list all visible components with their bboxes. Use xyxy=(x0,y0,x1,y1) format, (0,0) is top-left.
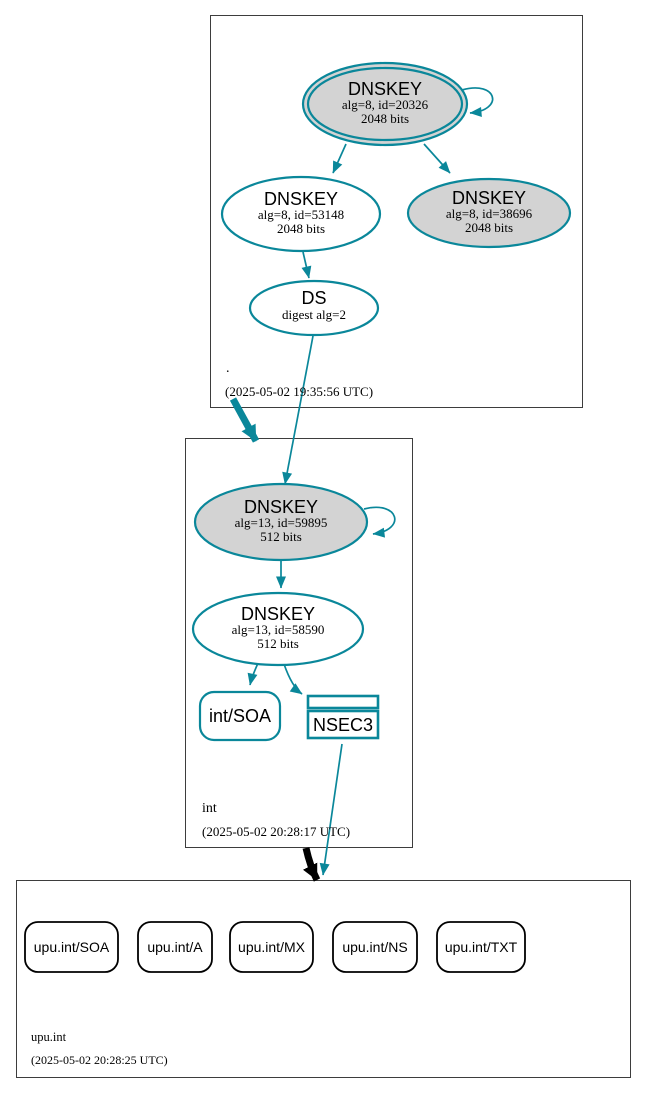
dnskey-59895-bits: 512 bits xyxy=(260,529,302,544)
zone-timestamp-int: (2025-05-02 20:28:17 UTC) xyxy=(202,824,350,839)
dnskey-53148-title: DNSKEY xyxy=(264,189,338,209)
node-dnskey-59895-int-ksk[interactable]: DNSKEY alg=13, id=59895 512 bits xyxy=(193,482,369,562)
dnskey-38696-bits: 2048 bits xyxy=(465,220,513,235)
edge-ds-to-int-dnskey xyxy=(282,335,314,485)
dnskey-58590-title: DNSKEY xyxy=(241,604,315,624)
edge-ksk-to-zsk-root xyxy=(332,143,347,174)
node-dnskey-38696[interactable]: DNSKEY alg=8, id=38696 2048 bits xyxy=(406,177,572,249)
zone-box-upu-int xyxy=(16,880,631,1078)
node-dnskey-53148[interactable]: DNSKEY alg=8, id=53148 2048 bits xyxy=(220,175,382,253)
edge-insecure-delegation-int-to-upu-int xyxy=(302,847,321,882)
dnskey-38696-detail: alg=8, id=38696 xyxy=(446,206,533,221)
rrset-upu-int-txt-label: upu.int/TXT xyxy=(445,939,518,955)
zone-label-root: . xyxy=(226,361,230,376)
zone-timestamp-upu-int: (2025-05-02 20:28:25 UTC) xyxy=(31,1053,168,1067)
dnskey-53148-detail: alg=8, id=53148 xyxy=(258,207,344,222)
dnskey-20326-detail: alg=8, id=20326 xyxy=(342,97,429,112)
dnskey-58590-bits: 512 bits xyxy=(257,636,299,651)
nsec3-label: NSEC3 xyxy=(313,715,373,735)
node-rrset-upu-int-soa[interactable]: upu.int/SOA xyxy=(24,921,119,973)
node-rrset-upu-int-ns[interactable]: upu.int/NS xyxy=(332,921,418,973)
ds-detail: digest alg=2 xyxy=(282,307,346,322)
dnskey-38696-title: DNSKEY xyxy=(452,188,526,208)
edge-self-loop-int-ksk xyxy=(363,506,396,538)
rrset-int-soa-label: int/SOA xyxy=(209,706,271,726)
edge-self-loop-root-ksk xyxy=(461,87,494,117)
rrset-upu-int-a-label: upu.int/A xyxy=(147,939,203,955)
rrset-upu-int-ns-label: upu.int/NS xyxy=(342,939,407,955)
node-rrset-upu-int-a[interactable]: upu.int/A xyxy=(137,921,213,973)
node-dnskey-20326-root-ksk[interactable]: DNSKEY alg=8, id=20326 2048 bits xyxy=(301,61,469,147)
ds-title: DS xyxy=(301,288,326,308)
dnskey-59895-detail: alg=13, id=59895 xyxy=(235,515,328,530)
node-ds-root[interactable]: DS digest alg=2 xyxy=(248,279,380,337)
dnskey-59895-title: DNSKEY xyxy=(244,497,318,517)
dnskey-20326-title: DNSKEY xyxy=(348,79,422,99)
zone-label-int: int xyxy=(202,801,217,816)
node-dnskey-58590[interactable]: DNSKEY alg=13, id=58590 512 bits xyxy=(191,591,365,667)
edge-secure-delegation-root-to-int xyxy=(229,397,260,443)
rrset-upu-int-soa-label: upu.int/SOA xyxy=(34,939,110,955)
node-rrset-upu-int-mx[interactable]: upu.int/MX xyxy=(229,921,314,973)
edge-ksk-to-dnskey-38696 xyxy=(423,143,451,174)
zone-label-upu-int: upu.int xyxy=(31,1030,67,1044)
node-rrset-upu-int-txt[interactable]: upu.int/TXT xyxy=(436,921,526,973)
node-rrset-int-soa[interactable]: int/SOA xyxy=(198,690,282,742)
dnskey-53148-bits: 2048 bits xyxy=(277,221,325,236)
zone-timestamp-root: (2025-05-02 19:35:56 UTC) xyxy=(225,384,373,399)
edge-zsk-to-ds-root xyxy=(301,251,312,279)
edge-nsec3-to-upu-int xyxy=(319,743,343,876)
edge-int-zsk-to-nsec3 xyxy=(283,663,303,695)
dnskey-20326-bits: 2048 bits xyxy=(361,111,409,126)
dnskey-58590-detail: alg=13, id=58590 xyxy=(232,622,325,637)
rrset-upu-int-mx-label: upu.int/MX xyxy=(238,939,306,955)
node-nsec3[interactable]: NSEC3 xyxy=(306,694,380,740)
